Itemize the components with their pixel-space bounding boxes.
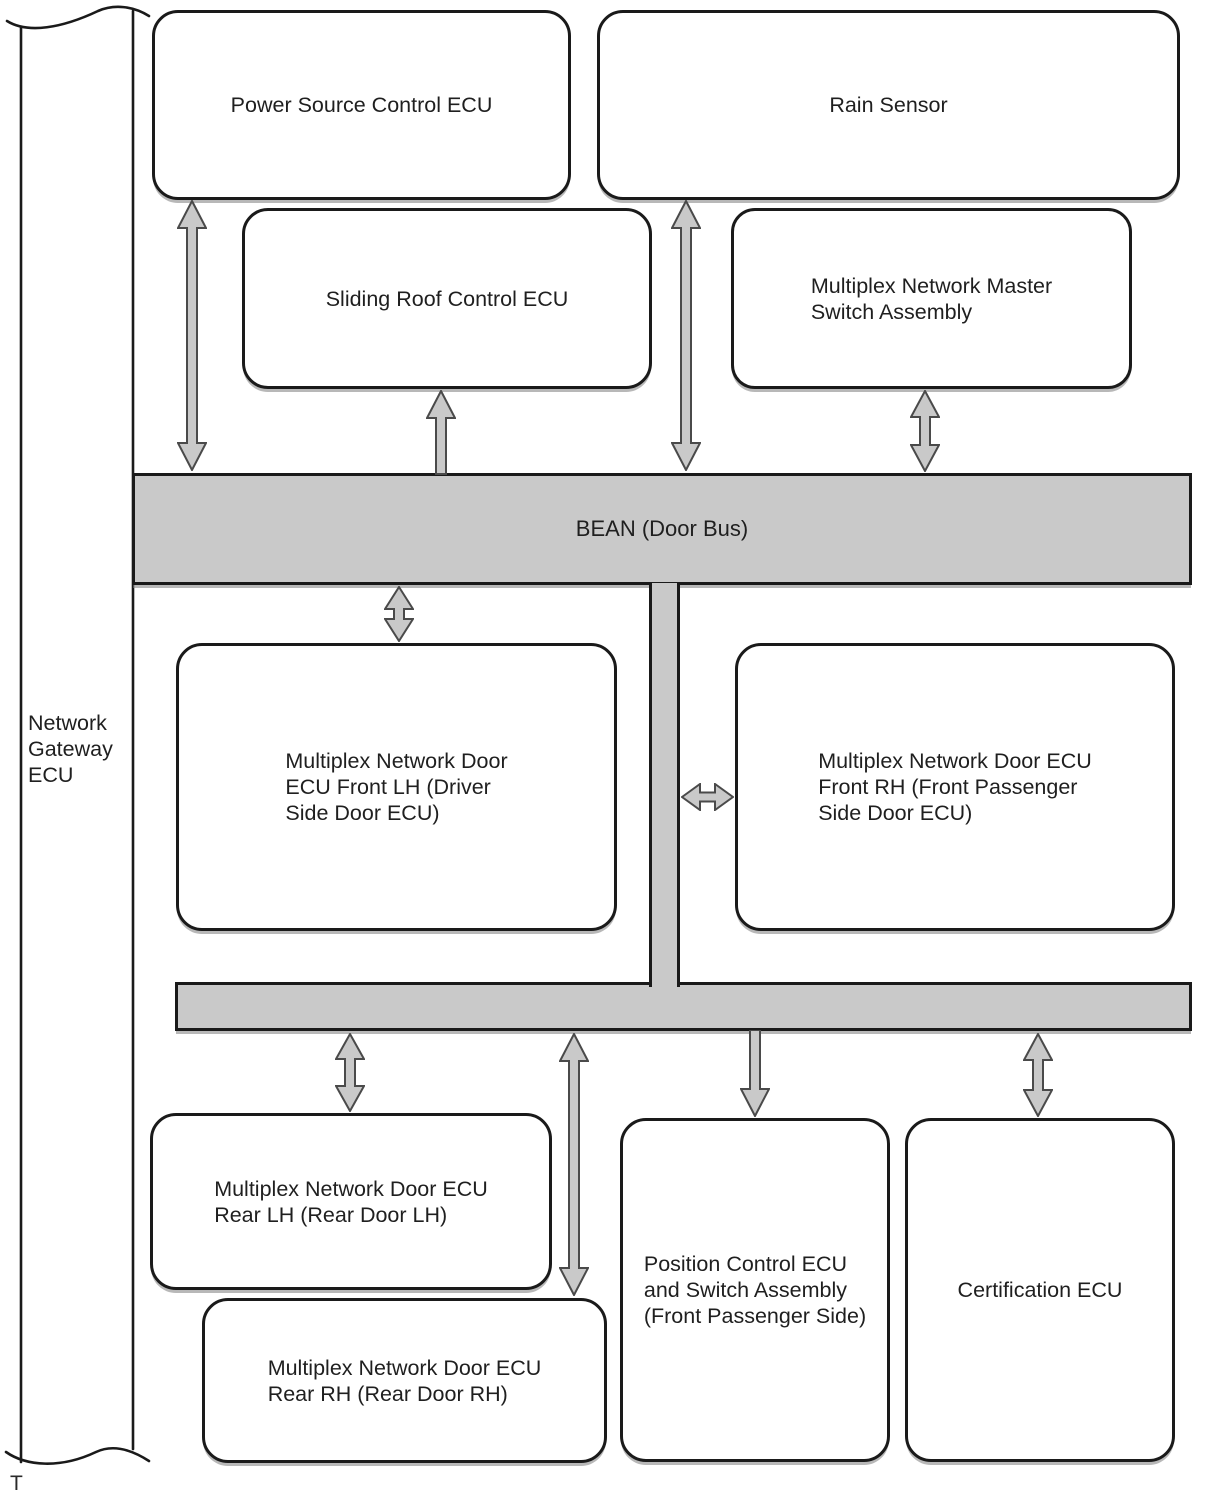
node-label-line: Rear LH (Rear Door LH) bbox=[214, 1202, 448, 1227]
node-sliding-roof-control-ecu: Sliding Roof Control ECU bbox=[242, 208, 652, 389]
arrow-bean-to-sliding-roof-icon bbox=[426, 390, 456, 475]
node-label-line: Rear RH (Rear Door RH) bbox=[267, 1381, 508, 1406]
footnote-t: T bbox=[10, 1472, 23, 1495]
node-label: Power Source Control ECU bbox=[230, 93, 493, 117]
node-label-line: Multiplex Network Master bbox=[810, 273, 1053, 298]
arrow-bean-to-front-lh-icon bbox=[384, 586, 414, 642]
node-label-line: Multiplex Network Door ECU bbox=[267, 1355, 542, 1380]
node-label: Multiplex Network Door ECU Rear LH (Rear… bbox=[214, 1176, 488, 1228]
node-label-line: Multiplex Network Door bbox=[285, 749, 508, 773]
node-label: Multiplex Network Door ECU Rear RH (Rear… bbox=[268, 1355, 542, 1407]
node-label-line: Side Door ECU) bbox=[285, 801, 440, 825]
node-label-line: Front RH (Front Passenger bbox=[818, 775, 1078, 799]
arrow-power-source-to-bean-icon bbox=[177, 200, 207, 471]
node-label: Multiplex Network Door ECU Front RH (Fro… bbox=[818, 748, 1092, 826]
network-gateway-ecu-label: Network Gateway ECU bbox=[28, 710, 113, 788]
node-label: Multiplex Network Master Switch Assembly bbox=[811, 273, 1052, 325]
node-door-ecu-front-lh: Multiplex Network Door ECU Front LH (Dri… bbox=[176, 643, 617, 931]
node-label-line: (Front Passenger Side) bbox=[643, 1304, 867, 1328]
node-label-line: and Switch Assembly bbox=[643, 1278, 848, 1302]
node-label-line: Position Control ECU bbox=[643, 1252, 847, 1276]
bus-lower-door bbox=[175, 982, 1192, 1031]
node-door-ecu-front-rh: Multiplex Network Door ECU Front RH (Fro… bbox=[735, 643, 1175, 931]
node-label-line: Side Door ECU) bbox=[818, 801, 973, 825]
network-gateway-ecu-label-line: Network bbox=[28, 711, 107, 735]
node-certification-ecu: Certification ECU bbox=[905, 1118, 1175, 1462]
arrow-lower-bus-to-rear-lh-icon bbox=[335, 1033, 365, 1112]
arrow-branch-to-front-rh-icon bbox=[681, 783, 734, 811]
arrow-lower-bus-to-certification-icon bbox=[1023, 1033, 1053, 1117]
network-gateway-ecu-label-line: ECU bbox=[28, 763, 74, 787]
node-label: Sliding Roof Control ECU bbox=[325, 286, 569, 311]
node-door-ecu-rear-lh: Multiplex Network Door ECU Rear LH (Rear… bbox=[150, 1113, 552, 1290]
node-multiplex-network-master-switch-assembly: Multiplex Network Master Switch Assembly bbox=[731, 208, 1132, 389]
node-label-line: Multiplex Network Door ECU bbox=[214, 1176, 488, 1201]
node-label: Position Control ECU and Switch Assembly… bbox=[644, 1251, 866, 1329]
node-label-line: Switch Assembly bbox=[810, 299, 973, 324]
arrow-lower-bus-to-rear-rh-icon bbox=[559, 1033, 589, 1296]
network-gateway-ecu-bar bbox=[4, 5, 151, 1465]
bus-branch-column bbox=[649, 583, 680, 987]
node-door-ecu-rear-rh: Multiplex Network Door ECU Rear RH (Rear… bbox=[202, 1298, 607, 1463]
network-gateway-ecu-label-line: Gateway bbox=[28, 737, 113, 761]
node-label: Multiplex Network Door ECU Front LH (Dri… bbox=[285, 748, 507, 826]
arrow-master-switch-to-bean-icon bbox=[910, 390, 940, 472]
bus-bean-door-bus: BEAN (Door Bus) bbox=[132, 473, 1192, 585]
node-label: Certification ECU bbox=[957, 1278, 1123, 1302]
bus-label: BEAN (Door Bus) bbox=[575, 516, 749, 541]
node-label: Rain Sensor bbox=[829, 93, 948, 117]
node-label-line: ECU Front LH (Driver bbox=[285, 775, 491, 799]
arrow-lower-bus-to-position-control-icon bbox=[740, 1030, 770, 1117]
node-rain-sensor: Rain Sensor bbox=[597, 10, 1180, 200]
arrow-rain-sensor-to-bean-icon bbox=[671, 200, 701, 471]
node-power-source-control-ecu: Power Source Control ECU bbox=[152, 10, 571, 200]
node-label-line: Multiplex Network Door ECU bbox=[818, 749, 1092, 773]
node-position-control-ecu-and-switch-assembly: Position Control ECU and Switch Assembly… bbox=[620, 1118, 890, 1462]
